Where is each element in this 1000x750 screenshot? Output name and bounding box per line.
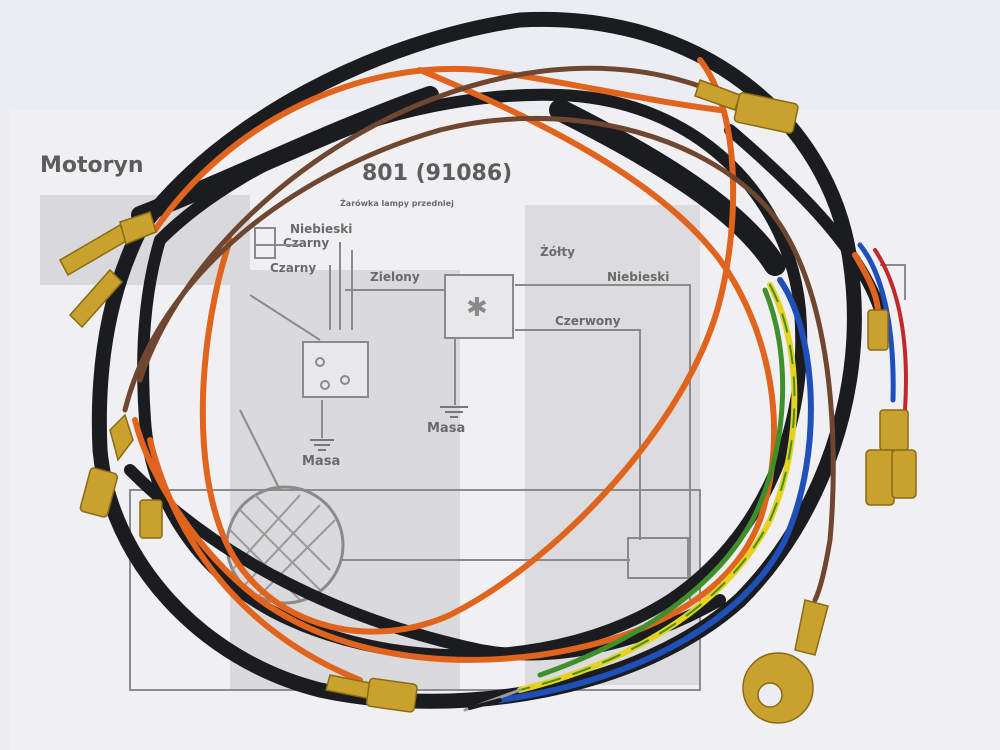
diagram-bulb-socket [254,227,276,259]
brown-wire-2 [122,115,836,603]
wire-bundle [91,11,908,712]
orange-wire-4 [147,437,363,683]
spade-connector-top-right [694,79,799,134]
printed-wiring-diagram: Motoryn 801 (91086) Żarówka lampy przedn… [40,153,906,691]
female-connectors-right [865,309,917,506]
orange-wire-3 [132,67,778,663]
diagram-switch-dot [315,357,325,367]
female-connector-left-bottom [79,413,134,518]
label-czerwony: Czerwony [555,314,621,328]
diagram-caption: Żarówka lampy przedniej [340,198,454,208]
label-zielony: Zielony [370,270,420,284]
diagram-switch-dot [320,380,330,390]
ring-terminal [742,599,829,724]
blue-wire-1 [497,277,814,703]
diagram-ground-symbol [310,406,468,451]
label-niebieski-left: Niebieski [290,222,352,236]
spade-connector-left-2 [68,268,124,329]
label-masa-1: Masa [302,454,340,469]
brass-terminals [58,79,917,724]
orange-wire-2 [199,57,737,635]
diagram-relay-box [444,274,514,339]
label-zolty: Żółty [540,244,575,259]
diagram-switch-box [302,341,369,398]
green-wire [537,287,786,678]
black-sleeve-cable [549,99,786,276]
label-czarny-2: Czarny [270,261,316,275]
diagram-relay-symbol: ✱ [466,293,488,323]
orange-wire-1 [152,66,723,233]
red-wire [873,248,908,412]
diagram-title-right: 801 (91086) [362,161,512,186]
diagram-title-left: Motoryn [40,153,144,178]
black-sleeve-lower [124,464,726,661]
spade-connector-bottom [325,674,418,713]
diagram-switch-dot [340,375,350,385]
connector-left-edge [139,499,163,539]
diagram-shaded-block-mid [230,270,460,690]
diagram-component-right [627,537,689,579]
blue-wire-2 [857,242,896,403]
label-niebieski-right: Niebieski [607,270,669,284]
wire-tip-bottom [468,698,502,710]
yellow-green-stripe [519,284,796,691]
spade-connector-left [58,211,157,277]
label-czarny-1: Czarny [283,236,329,250]
label-masa-2: Masa [427,421,465,436]
diagram-headlight-hatch [229,494,336,601]
diagram-lines [239,242,906,600]
